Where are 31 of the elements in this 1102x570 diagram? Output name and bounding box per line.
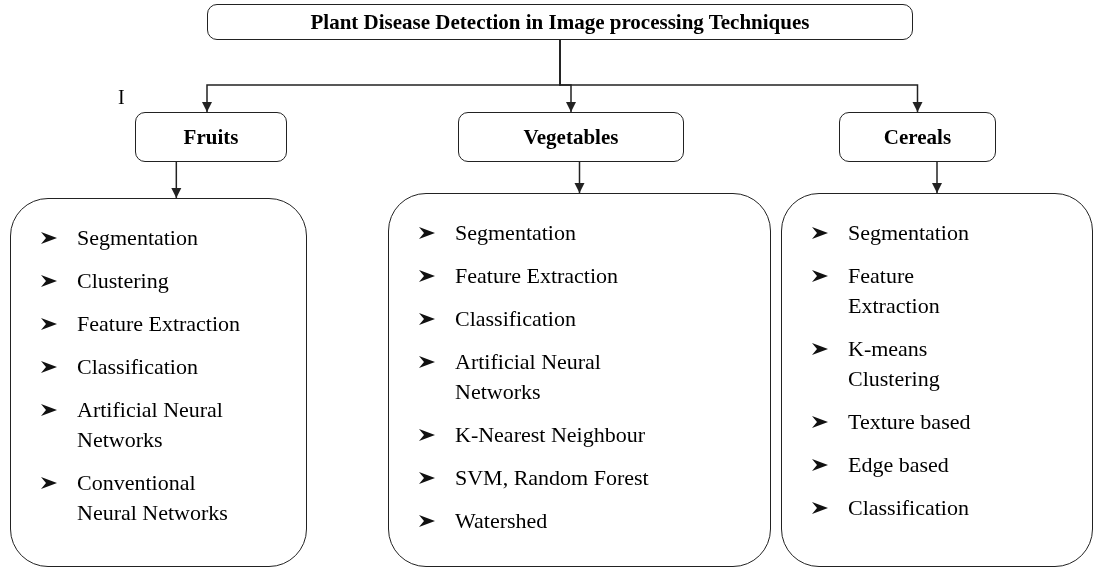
arrow bbox=[574, 161, 585, 194]
list-item: K-means Clustering bbox=[812, 334, 1082, 394]
list-item: Edge based bbox=[812, 450, 1082, 480]
list-item: Segmentation bbox=[41, 223, 296, 253]
list-box bbox=[10, 198, 307, 567]
list-item: Classification bbox=[419, 304, 760, 334]
title-box: Plant Disease Detection in Image processing Techniques bbox=[207, 4, 913, 40]
list-item: Artificial Neural Networks bbox=[419, 347, 760, 407]
category-box: Fruits bbox=[135, 112, 287, 162]
list-item: Feature Extraction bbox=[41, 309, 296, 339]
list-item: Artificial Neural Networks bbox=[41, 395, 296, 455]
list-item: Classification bbox=[41, 352, 296, 382]
list-item: Segmentation bbox=[419, 218, 760, 248]
list-box bbox=[388, 193, 771, 567]
arrow bbox=[931, 161, 943, 194]
list-item: Classification bbox=[812, 493, 1082, 523]
list-box bbox=[781, 193, 1093, 567]
list-item: SVM, Random Forest bbox=[419, 463, 760, 493]
list-item: Conventional Neural Networks bbox=[41, 468, 296, 528]
category-box: Cereals bbox=[839, 112, 996, 162]
stray-mark: I bbox=[118, 86, 125, 109]
category-box: Vegetables bbox=[458, 112, 684, 162]
list-item: Watershed bbox=[419, 506, 760, 536]
list-item: Feature Extraction bbox=[812, 261, 1082, 321]
arrow bbox=[171, 161, 182, 199]
list-item: Feature Extraction bbox=[419, 261, 760, 291]
list-item: Clustering bbox=[41, 266, 296, 296]
list-item: K-Nearest Neighbour bbox=[419, 420, 760, 450]
list-item: Segmentation bbox=[812, 218, 1082, 248]
arrow bbox=[559, 39, 923, 113]
list-item: Texture based bbox=[812, 407, 1082, 437]
